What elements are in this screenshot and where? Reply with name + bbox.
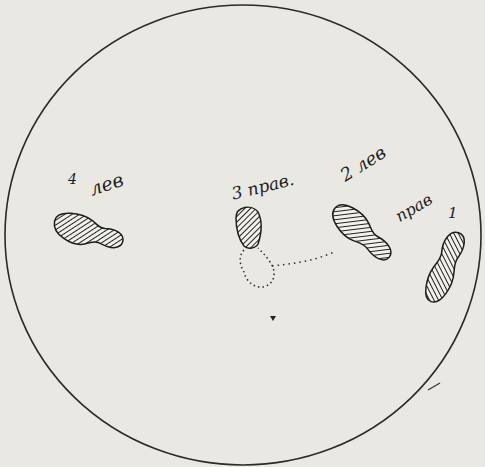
footprint [422, 228, 468, 306]
footprint [236, 207, 334, 287]
footprint-number: 1 [448, 206, 458, 221]
foot-label: лев [87, 170, 126, 199]
foot-label: прав [393, 191, 435, 225]
footprint-number: 4 [68, 172, 77, 186]
mark [428, 383, 440, 390]
mark [270, 316, 276, 321]
foot-label: 3 прав. [230, 171, 296, 203]
foot-label: 2 лев [337, 143, 389, 185]
footprint [51, 210, 127, 253]
field-circle [5, 5, 481, 465]
footprint [325, 199, 399, 265]
